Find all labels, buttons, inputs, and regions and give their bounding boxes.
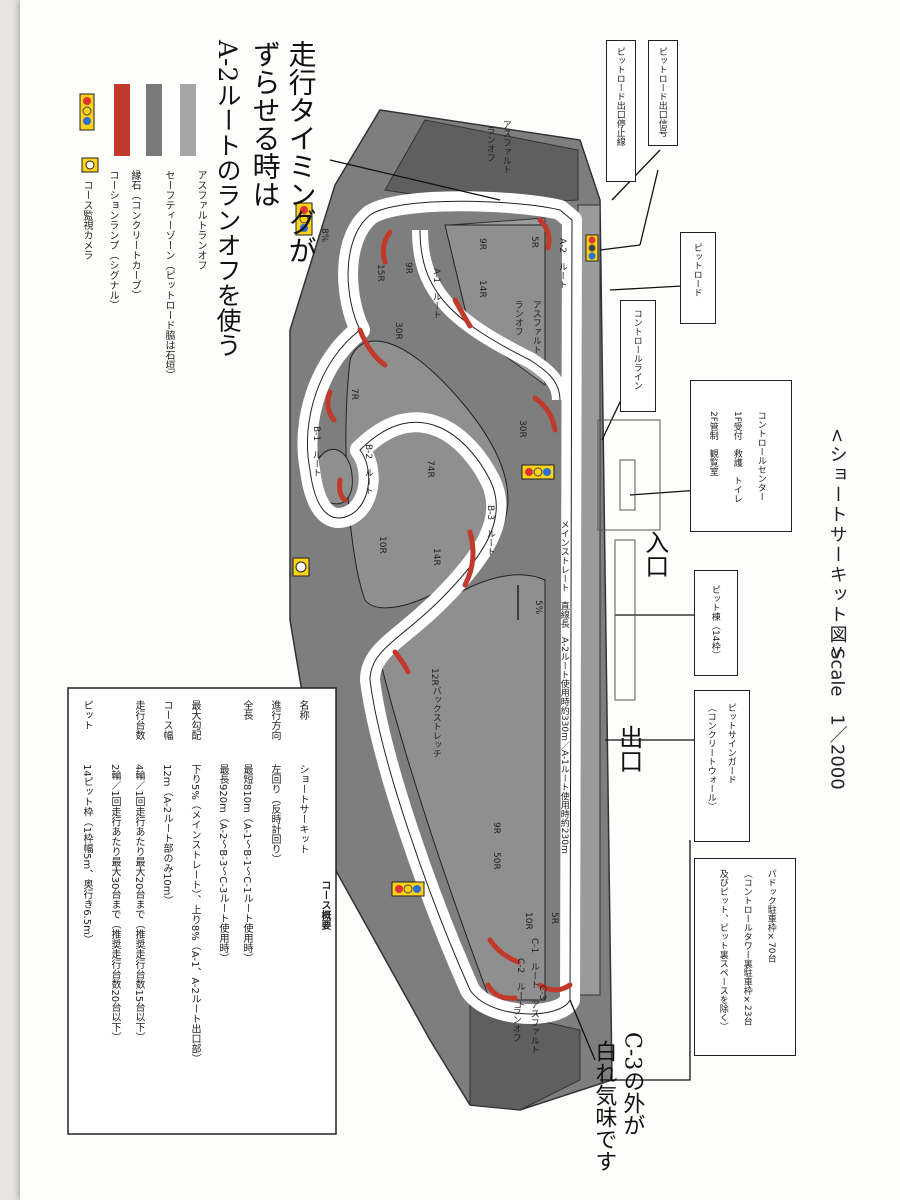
callout-paddock: パドック駐車枠×70台 （コントロールタワー裏駐車枠×23台 及びピット、ピット…	[694, 858, 796, 1056]
summary-row-label: コース幅	[161, 700, 172, 740]
map-title: <ショートサーキット図>	[826, 428, 848, 663]
summary-row-value: 左回り（反時計回り）	[269, 764, 280, 864]
legend-swatches	[79, 84, 196, 173]
summary-heading: コース概要	[319, 880, 330, 930]
buildings	[597, 419, 661, 701]
callout-control-line: コントロールライン	[620, 300, 656, 412]
label-route-a1: A-1 ルート	[430, 268, 441, 319]
summary-frame	[67, 687, 337, 1135]
summary-row-label: 全長	[241, 700, 252, 720]
summary-row-label: 最大勾配	[189, 700, 200, 740]
kerbs	[325, 217, 573, 1001]
handwritten-entrance: 入口	[640, 530, 669, 578]
corner-label: 5R	[528, 236, 539, 248]
handwritten-note-line2: ずらせる時は	[248, 40, 282, 208]
legend-label-4: コーションランプ（シグナル）	[107, 170, 118, 310]
label-route-b2: B-2 ルート	[362, 444, 373, 496]
label-route-b1: B-1 ルート	[310, 426, 321, 478]
corner-label: 9R	[476, 238, 487, 250]
corner-label: 15R	[374, 264, 385, 282]
handwritten-note-bottom2: 白れ気味です	[591, 1040, 617, 1172]
corner-label: 9R	[402, 262, 413, 274]
callout-pit-sign-guard: ピットサインガード （コンクリートウォール）	[694, 690, 750, 842]
callout-pit-road: ピットロード	[680, 232, 716, 324]
summary-row-value: 14ピット枠（1枠幅5m、奥行き6.5m）	[81, 764, 92, 945]
label-grade-main: 5%	[532, 600, 543, 615]
corner-label: 9R	[490, 822, 501, 834]
summary-row-value: ショートサーキット	[297, 764, 308, 854]
summary-row-value: 2輪／1回走行あたり最大30台まで（推奨走行台数20台以下）	[109, 764, 120, 1043]
summary-row-value: 最短810m（A-1～B-1～C-1ルート使用時）	[241, 764, 252, 964]
corner-label: 14R	[476, 280, 487, 298]
handwritten-exit: 出口	[614, 725, 643, 773]
signals	[292, 202, 599, 897]
label-route-c1: C-1 ルート	[528, 938, 539, 990]
callout-pit-exit-signal: ピットロード出口信号	[648, 40, 678, 146]
label-route-c3: C-3	[536, 985, 547, 1001]
label-route-a2: A-2 ルート	[556, 238, 567, 289]
corner-label: 50R	[490, 852, 501, 870]
legend-label-2: セーフティーゾーン（ピットロード脇は石垣）	[163, 170, 174, 380]
summary-row-label: ピット	[81, 700, 92, 730]
corner-label: 5R	[548, 912, 559, 924]
summary-row-label: 名称	[297, 700, 308, 720]
handwritten-note-line3: A-2ルートのランオフを使う	[213, 40, 242, 358]
corner-label: 30R	[516, 420, 527, 438]
label-runoff-bottom: ランオフ	[510, 1006, 521, 1042]
label-route-b3: B-3 ルート	[484, 505, 495, 557]
corner-label: 12R	[428, 668, 439, 686]
callout-pit-building: ピット棟（14枠）	[694, 570, 738, 676]
legend-label-1: アスファルトランオフ	[195, 170, 206, 270]
corner-label: 14R	[430, 548, 441, 566]
label-asphalt-bottom: アスファルト	[528, 1000, 539, 1054]
label-grade-top: 8%	[318, 228, 329, 243]
corner-label: 10R	[376, 536, 387, 554]
label-asphalt-mid: アスファルト	[530, 300, 541, 354]
summary-row-value: 12m（A-2ルート部のみ10m）	[161, 764, 172, 906]
corner-label: 74R	[424, 460, 435, 478]
map-scale: Scale 1／2000	[826, 648, 848, 790]
binder-edge	[0, 0, 22, 1200]
corner-label: 30R	[392, 322, 403, 340]
label-back-stretch: バックストレッチ	[430, 686, 441, 758]
corner-label: 10R	[522, 912, 533, 930]
legend-label-5: コース監視カメラ	[81, 180, 92, 260]
callout-control-center: コントロールセンター 1F受付 救護 トイレ 2F管制 観覧室	[690, 380, 792, 532]
handwritten-note-line1: 走行タイミングが	[284, 40, 318, 264]
summary-row-label: 走行台数	[133, 700, 144, 740]
summary-row-value: 下り5%（メインストレート）、上り8%（A-1、A-2ルート出口部）	[189, 764, 200, 1064]
handwritten-note-bottom1: C-3の外が	[619, 1032, 645, 1137]
summary-row-value: 最長920m（A-2～B-3～C-3ルート使用時）	[217, 764, 228, 964]
summary-row-value: 4輪／1回走行あたり最大20台まで（推奨走行台数15台以下）	[133, 764, 144, 1043]
label-main-straight: メインストレート 直線長 A-2ルート使用時約330m／A-1ルート使用時約23…	[558, 520, 569, 854]
callout-pit-exit-stop-line: ピットロード出口停止線	[606, 40, 636, 182]
runoff-bottom	[469, 1004, 581, 1111]
corner-label: 7R	[348, 388, 359, 400]
label-route-c2: C-2 ルート	[514, 958, 525, 1010]
label-runoff-top: ランオフ	[484, 126, 495, 162]
label-asphalt-top: アスファルト	[500, 120, 511, 174]
label-runoff-mid: ランオフ	[512, 300, 523, 336]
legend-label-3: 縁石（コンクリートカーブ）	[129, 170, 140, 300]
summary-row-label: 進行方向	[269, 700, 280, 740]
